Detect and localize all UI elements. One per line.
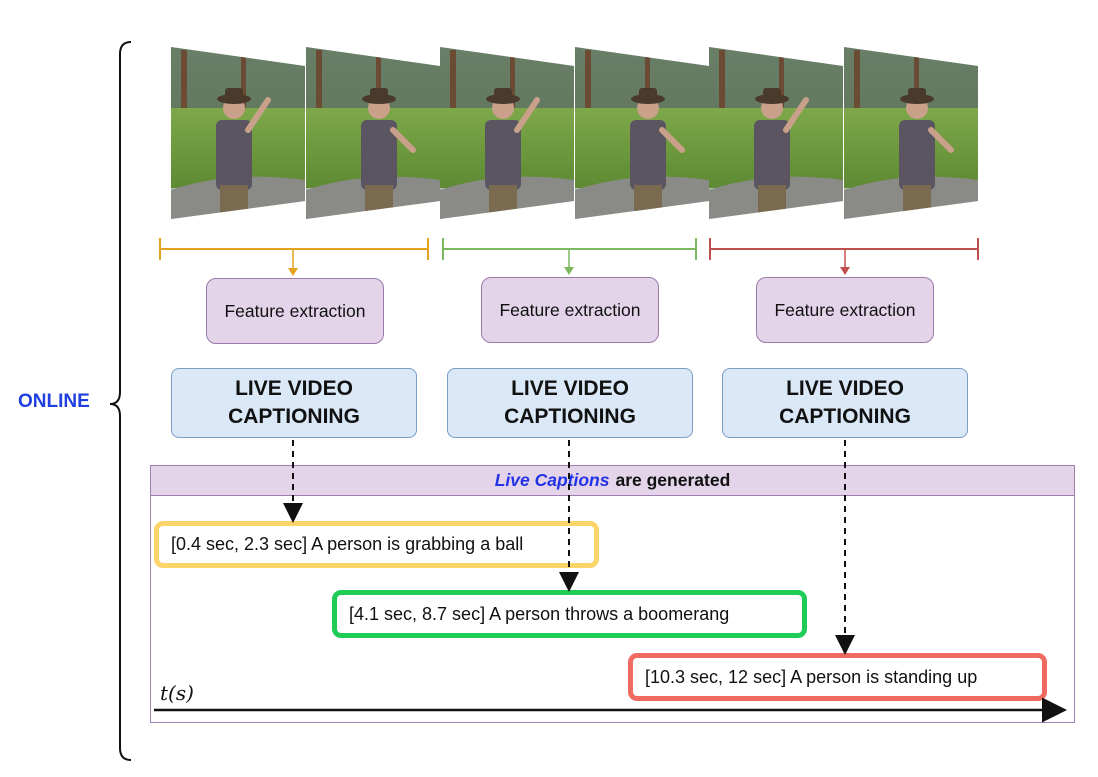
caption-text: [0.4 sec, 2.3 sec] A person is grabbing … [171,534,524,554]
feature-extraction-box-1: Feature extraction [206,278,384,344]
live-captioning-line-2: CAPTIONING [504,405,636,428]
time-axis-label: t(s) [160,681,194,705]
caption-box-3: [10.3 sec, 12 sec] A person is standing … [628,653,1047,701]
captions-header-rest: are generated [615,470,731,490]
captions-panel-header: Live Captions are generated [150,465,1075,496]
video-frame-5 [709,47,843,219]
live-captioning-line-2: CAPTIONING [779,405,911,428]
live-captioning-line-1: LIVE VIDEO [511,377,629,400]
caption-box-2: [4.1 sec, 8.7 sec] A person throws a boo… [332,590,807,638]
caption-text: [4.1 sec, 8.7 sec] A person throws a boo… [349,603,730,624]
segment-bracket-1 [159,238,429,276]
live-captioning-box-1: LIVE VIDEO CAPTIONING [171,368,417,438]
live-captioning-line-2: CAPTIONING [228,405,360,428]
caption-box-1: [0.4 sec, 2.3 sec] A person is grabbing … [154,521,599,568]
online-label: ONLINE [18,391,90,412]
live-captioning-line-1: LIVE VIDEO [235,377,353,400]
feature-extraction-box-2: Feature extraction [481,277,659,343]
feature-extraction-box-3: Feature extraction [756,277,934,343]
caption-text: [10.3 sec, 12 sec] A person is standing … [645,666,978,687]
segment-bracket-2 [442,238,697,275]
live-captioning-box-2: LIVE VIDEO CAPTIONING [447,368,693,438]
captions-header-highlight: Live Captions [494,470,610,490]
live-captioning-box-3: LIVE VIDEO CAPTIONING [722,368,968,438]
video-frame-3 [440,47,574,219]
live-captioning-line-1: LIVE VIDEO [786,377,904,400]
video-frame-2 [306,47,440,219]
segment-bracket-3 [709,238,979,275]
